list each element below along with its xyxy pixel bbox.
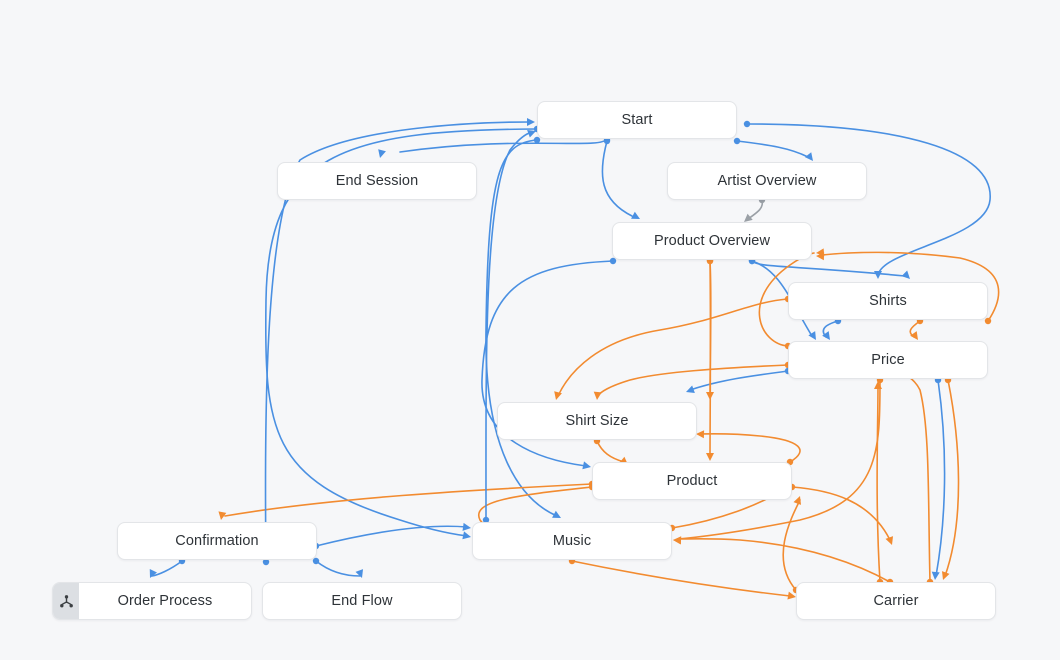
node-label: Carrier bbox=[873, 593, 919, 609]
edge-confirmation-to-order-process bbox=[151, 560, 183, 577]
node-order-process[interactable]: Order Process bbox=[52, 582, 252, 620]
edge-source-dot bbox=[733, 137, 741, 145]
node-label: Artist Overview bbox=[717, 173, 817, 189]
edge-product-to-carrier bbox=[791, 486, 891, 541]
edge-arrowhead bbox=[527, 129, 536, 138]
edge-carrier-to-music bbox=[677, 537, 891, 583]
edge-arrowhead bbox=[593, 391, 602, 400]
edge-arrowhead bbox=[673, 536, 682, 545]
node-carrier[interactable]: Carrier bbox=[796, 582, 996, 620]
node-label: Product bbox=[666, 473, 718, 489]
edge-start-to-product-overview bbox=[601, 140, 633, 217]
edge-start-to-artist-overview bbox=[736, 140, 809, 158]
edge-arrowhead bbox=[874, 271, 882, 279]
edge-confirmation-to-music bbox=[315, 525, 468, 547]
node-label: Shirts bbox=[869, 293, 907, 309]
edge-shirts-to-price bbox=[909, 320, 921, 338]
edge-arrowhead bbox=[706, 392, 714, 400]
edge-arrowhead bbox=[355, 569, 364, 578]
edge-price-to-carrier bbox=[944, 379, 960, 577]
edge-arrowhead bbox=[462, 531, 471, 540]
edge-price-to-shirt-size bbox=[597, 364, 789, 397]
edge-arrowhead bbox=[582, 461, 591, 470]
edge-arrowhead bbox=[793, 496, 802, 505]
node-label: Confirmation bbox=[175, 533, 259, 549]
edge-arrowhead bbox=[941, 571, 950, 580]
edge-arrowhead bbox=[696, 430, 705, 439]
edge-arrowhead bbox=[673, 536, 682, 545]
edge-start-to-end-session bbox=[399, 138, 608, 153]
edge-arrowhead bbox=[527, 118, 535, 126]
edge-carrier-to-product bbox=[782, 499, 801, 591]
edge-source-dot bbox=[743, 120, 751, 128]
edge-price-to-carrier bbox=[935, 379, 946, 577]
edge-source-dot bbox=[984, 317, 992, 325]
edge-arrowhead bbox=[706, 453, 714, 461]
node-label: Price bbox=[871, 352, 905, 368]
edge-price-to-shirt-size bbox=[689, 370, 789, 391]
edge-carrier-to-price bbox=[876, 384, 881, 583]
edge-arrowhead bbox=[816, 252, 825, 261]
edge-product-overview-to-shirt-size bbox=[709, 260, 712, 397]
node-label: Music bbox=[552, 533, 592, 549]
edge-shirts-to-shirt-size bbox=[557, 298, 789, 397]
edge-source-dot bbox=[312, 557, 320, 565]
node-label: Product Overview bbox=[653, 233, 771, 249]
edge-arrowhead bbox=[554, 391, 562, 400]
edge-carrier-to-price bbox=[902, 373, 931, 583]
node-artist-overview[interactable]: Artist Overview bbox=[667, 162, 867, 200]
edge-product-to-shirt-size bbox=[699, 433, 801, 463]
node-label: Start bbox=[621, 112, 653, 128]
edge-arrowhead bbox=[931, 571, 940, 580]
node-product[interactable]: Product bbox=[592, 462, 792, 500]
edge-arrowhead bbox=[378, 149, 386, 158]
node-shirts[interactable]: Shirts bbox=[788, 282, 988, 320]
edge-arrowhead bbox=[631, 211, 640, 219]
edge-arrowhead bbox=[686, 385, 695, 394]
edge-arrowhead bbox=[462, 522, 471, 531]
edge-start-to-music bbox=[485, 139, 558, 517]
node-label: Order Process bbox=[117, 593, 213, 609]
edge-arrowhead bbox=[149, 569, 158, 578]
node-label: End Session bbox=[335, 173, 419, 189]
edge-music-to-start bbox=[485, 131, 533, 521]
node-start[interactable]: Start bbox=[537, 101, 737, 139]
node-confirmation[interactable]: Confirmation bbox=[117, 522, 317, 560]
edge-product-to-confirmation bbox=[224, 483, 593, 517]
edge-shirts-to-price bbox=[822, 320, 839, 338]
node-product-overview[interactable]: Product Overview bbox=[612, 222, 812, 260]
node-price[interactable]: Price bbox=[788, 341, 988, 379]
edge-artist-overview-to-product-overview bbox=[747, 199, 764, 220]
edge-price-to-music bbox=[677, 379, 881, 540]
node-end-session[interactable]: End Session bbox=[277, 162, 477, 200]
edge-source-dot bbox=[533, 136, 541, 144]
edge-arrowhead bbox=[816, 248, 825, 257]
edge-product-overview-to-shirts bbox=[751, 260, 906, 277]
edge-music-to-carrier bbox=[571, 560, 791, 597]
edge-arrowhead bbox=[901, 270, 910, 279]
node-label: Shirt Size bbox=[565, 413, 629, 429]
edge-arrowhead bbox=[552, 510, 561, 518]
edge-arrowhead bbox=[885, 536, 894, 545]
sitemap-icon bbox=[53, 583, 79, 619]
node-music[interactable]: Music bbox=[472, 522, 672, 560]
node-end-flow[interactable]: End Flow bbox=[262, 582, 462, 620]
edge-confirmation-to-end-flow bbox=[315, 560, 361, 577]
edge-arrowhead bbox=[874, 381, 882, 389]
edge-shirt-size-to-product bbox=[596, 440, 625, 463]
node-label: End Flow bbox=[331, 593, 393, 609]
edge-arrowhead bbox=[218, 511, 227, 520]
node-shirt-size[interactable]: Shirt Size bbox=[497, 402, 697, 440]
